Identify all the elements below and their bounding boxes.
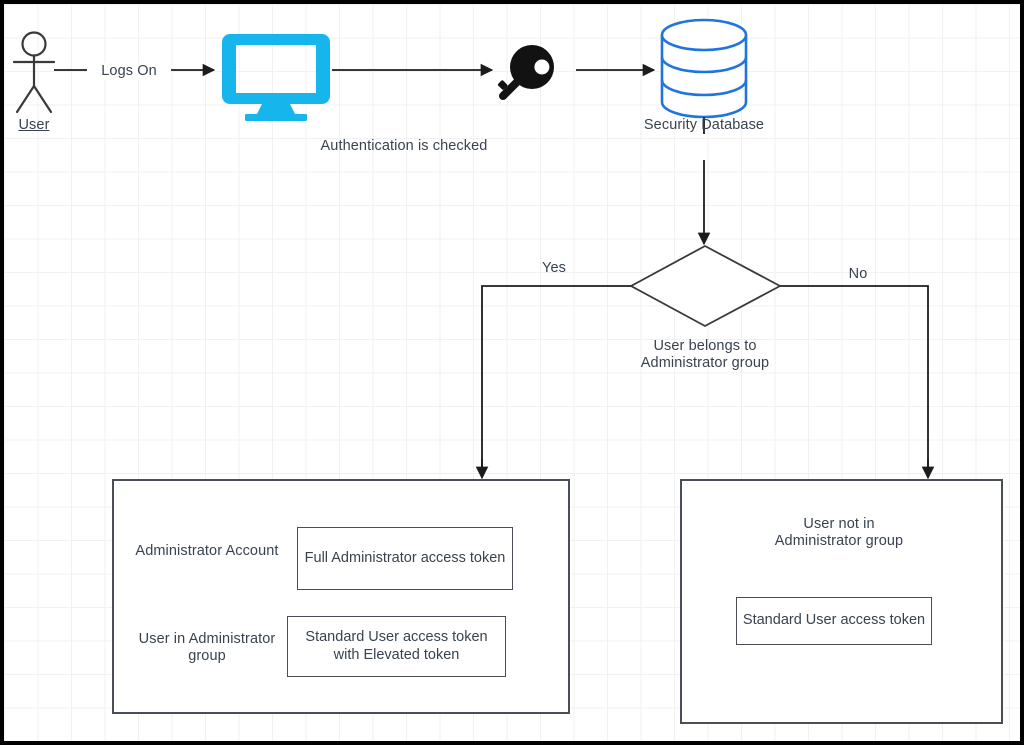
decision-diamond (630, 245, 781, 327)
edge-yes-branch (475, 285, 631, 480)
diagram-vector-layer (12, 18, 987, 679)
stick-figure-icon (12, 31, 56, 114)
admin-row-token-box: Full Administrator access token (297, 527, 513, 590)
admin-row-token-box: Standard User access token with Elevated… (287, 616, 506, 677)
key-icon (497, 45, 554, 100)
admin-row-role-label: User in Administrator group (138, 631, 276, 664)
administrator-outcome-box (112, 479, 570, 714)
user-label: User (18, 117, 50, 133)
decision-label: User belongs to Administrator group (640, 338, 770, 371)
monitor-icon (222, 34, 330, 121)
admin-row-role-label: Administrator Account (135, 543, 279, 559)
edge-label-authentication-checked: Authentication is checked (320, 138, 488, 154)
standard-user-token-box: Standard User access token (736, 597, 932, 645)
edge-label-yes: Yes (542, 260, 566, 276)
database-cylinder-icon (660, 18, 748, 119)
edge-no-branch (780, 285, 935, 480)
standard-user-heading: User not in Administrator group (774, 516, 904, 549)
database-label: Security Database (643, 117, 765, 133)
edge-label-no: No (848, 266, 868, 282)
edge-label-logs-on: Logs On (87, 63, 171, 80)
